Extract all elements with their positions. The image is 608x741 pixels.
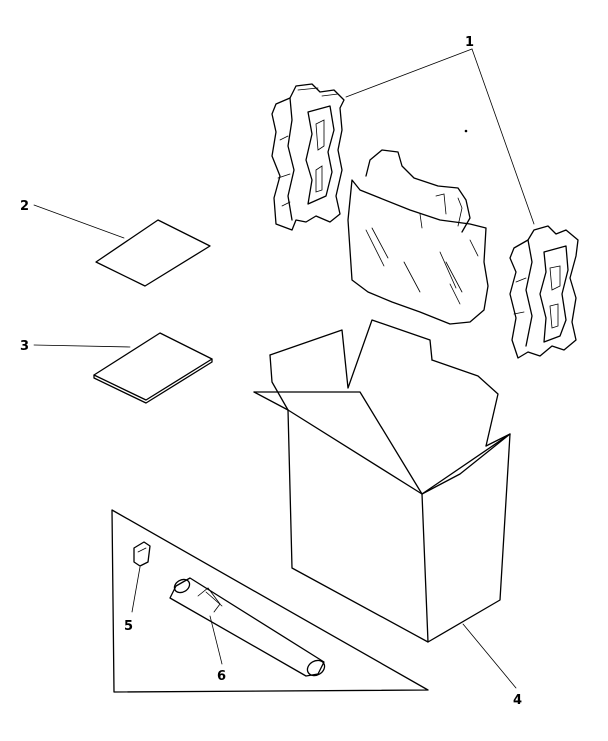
shipping-carton [253, 319, 517, 689]
foam-end-cap-right [509, 225, 579, 359]
callout-label-5: 5 [124, 619, 133, 634]
plastic-bag [347, 149, 489, 325]
instruction-sheet [33, 204, 211, 287]
parts-bag [111, 509, 429, 693]
callout-1-leaders [345, 48, 535, 225]
cap-part [131, 541, 151, 613]
callout-label-6: 6 [217, 669, 226, 684]
roller-tube-part [169, 577, 326, 677]
callout-label-1: 1 [465, 35, 474, 50]
foam-end-cap-left [271, 83, 345, 231]
speck-mark [464, 129, 468, 133]
callout-label-3: 3 [20, 339, 29, 354]
callout-label-2: 2 [20, 199, 29, 214]
callout-label-4: 4 [513, 693, 522, 708]
owners-manual [33, 332, 213, 404]
